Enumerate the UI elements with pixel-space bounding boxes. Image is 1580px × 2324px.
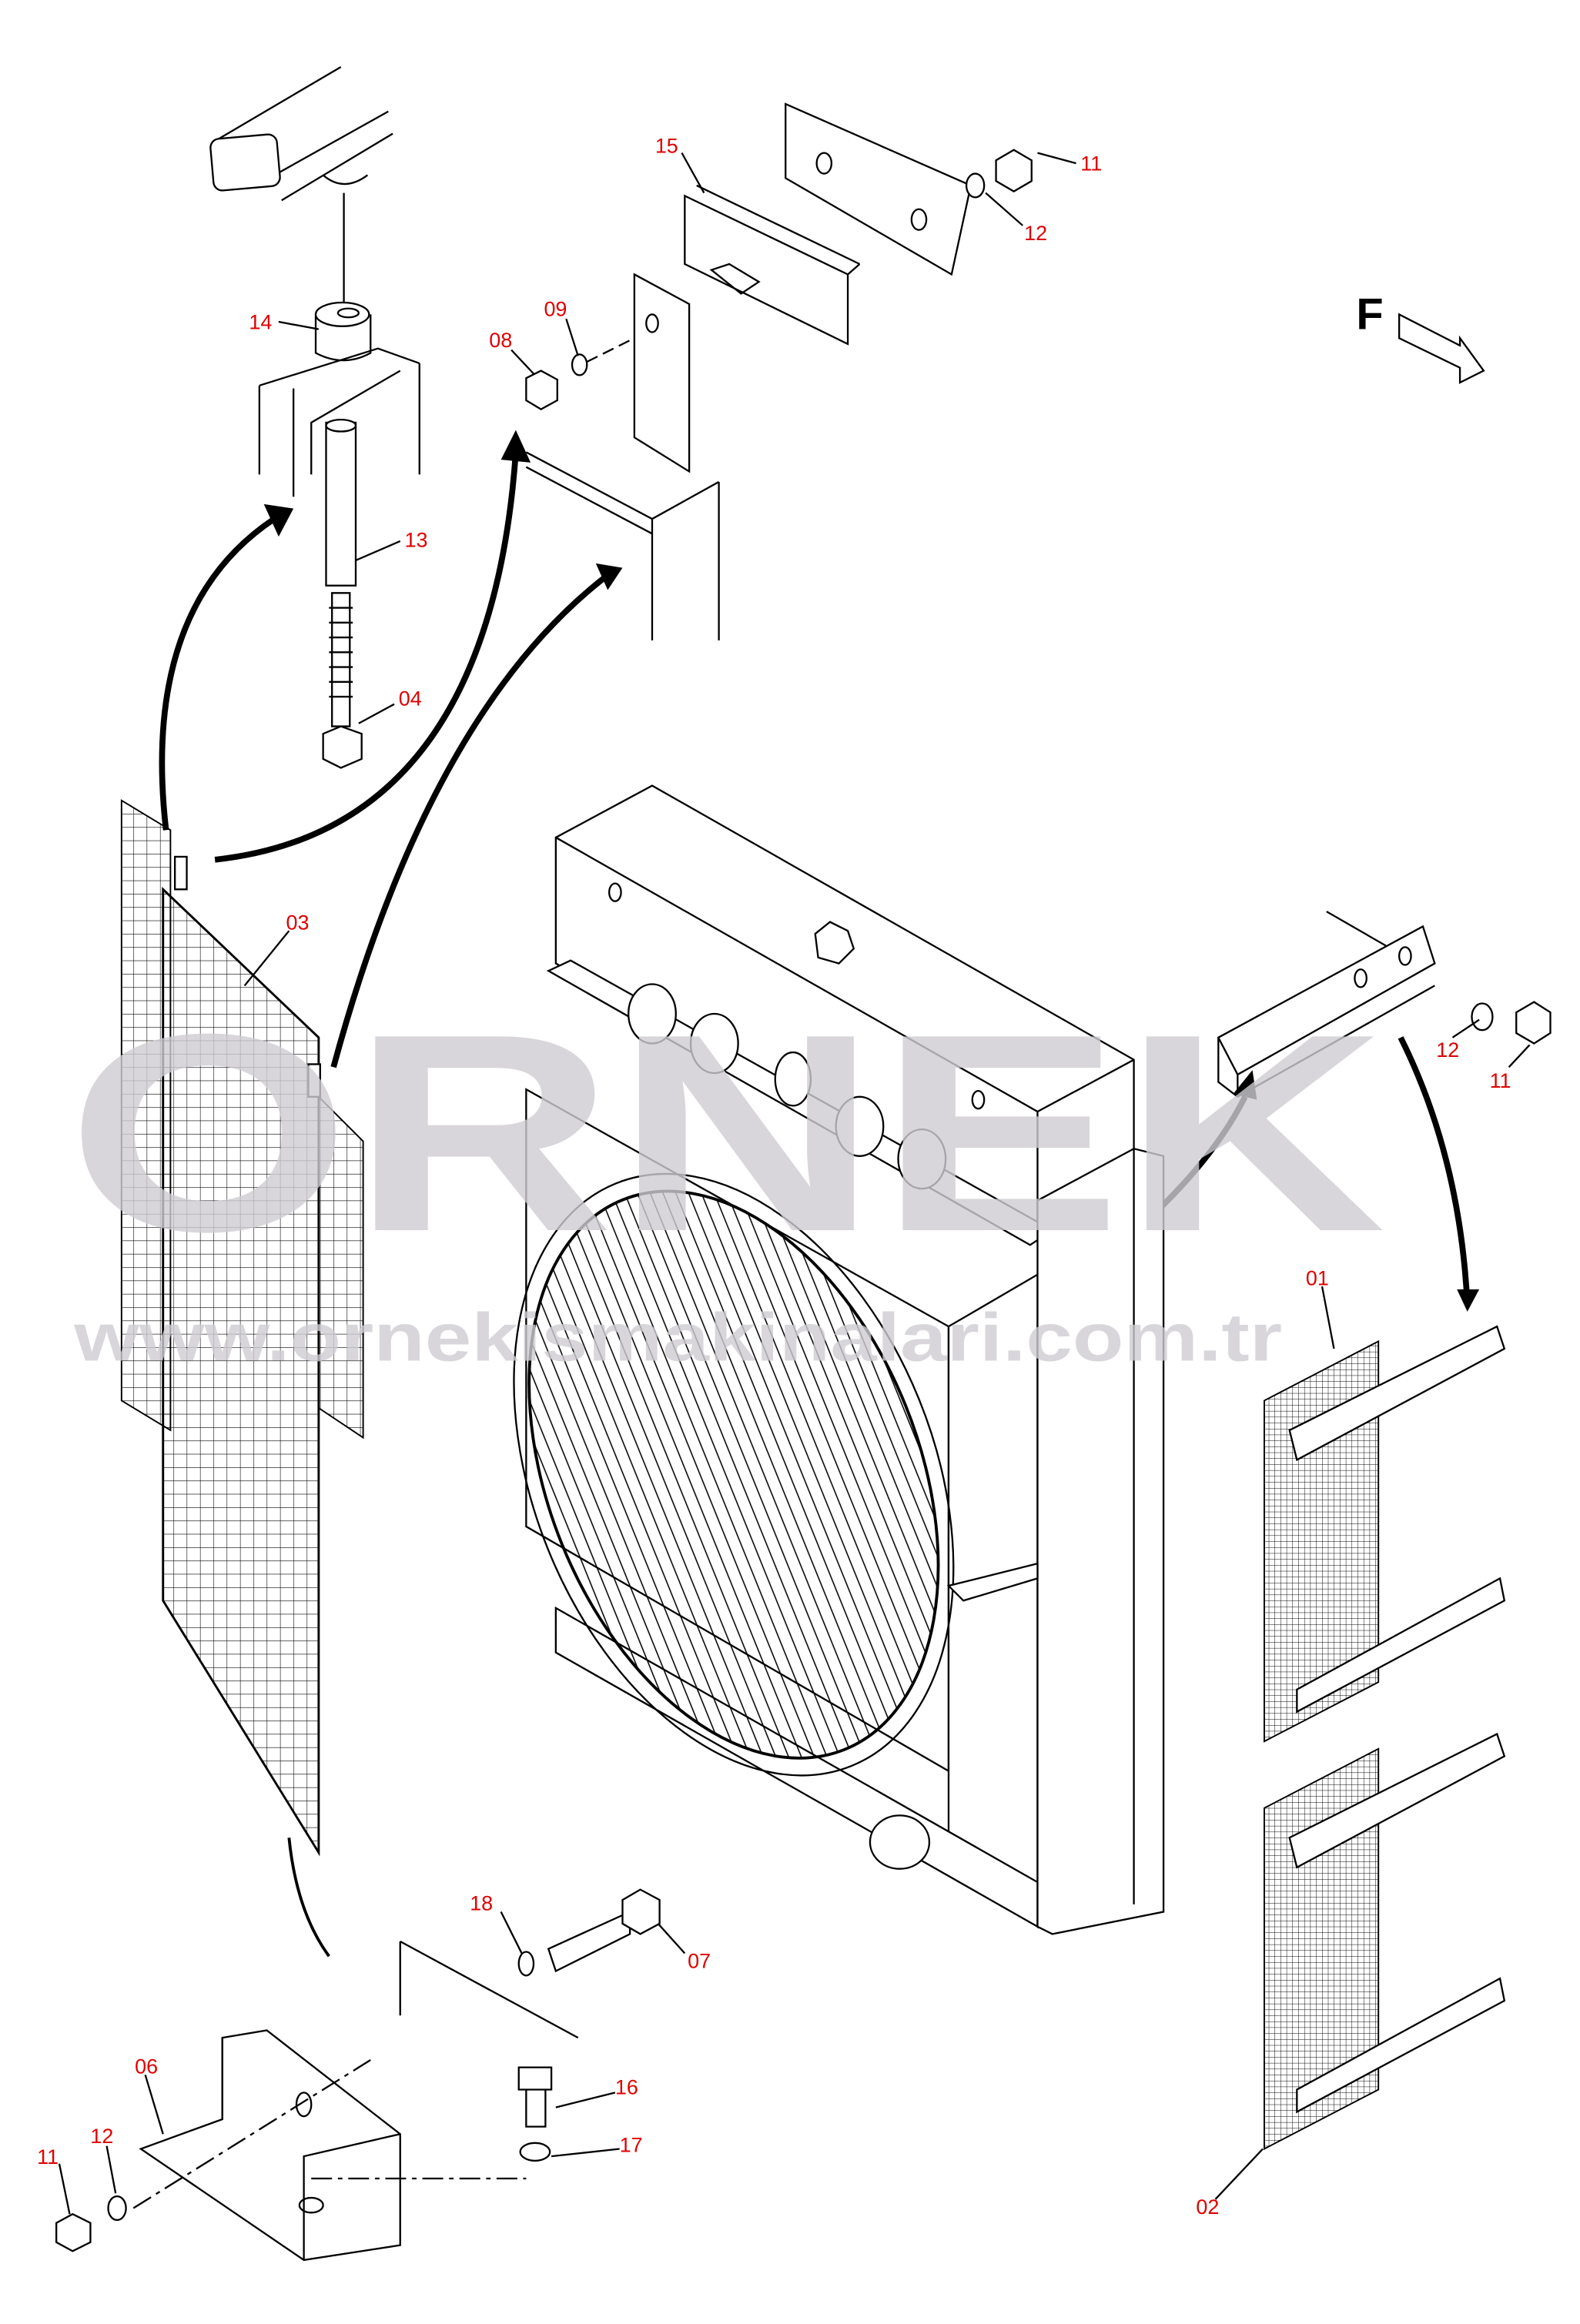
callout-12-right: 12 [1436,1038,1459,1062]
radiator-assembly [513,784,1165,1935]
frame-tube [209,65,393,312]
callout-06: 06 [135,2055,158,2078]
screen-01 [1264,1325,1506,1743]
direction-label: F [1356,290,1383,339]
bracket-06 [132,2029,527,2262]
callout-09: 09 [544,297,567,320]
watermark-url: www.ornekismakinalari.com.tr [73,1299,1282,1375]
callout-12-bottom: 12 [90,2125,113,2148]
nut-11-washer-12-top [965,149,1033,199]
callout-11-bottom: 11 [37,2145,59,2169]
callout-01: 01 [1306,1266,1329,1289]
arrow-right-icon [1398,313,1485,384]
screen-03 [120,799,364,1857]
callout-08: 08 [489,329,512,352]
watermark-brand: ORNEK [67,975,1386,1290]
assembly-arrows [159,430,1480,1958]
callout-12: 12 [1024,222,1047,245]
plate-and-post [525,273,720,640]
bolt-07-washer-18 [399,1888,661,2039]
callout-13: 13 [405,529,428,552]
callout-18: 18 [470,1892,493,1915]
nut-08-washer-09 [525,337,635,410]
bracket-15 [684,102,972,346]
callout-03: 03 [286,911,310,934]
pin-13 [322,418,363,769]
hose-outlets [628,983,947,1870]
angle-bracket-top-right [1217,911,1552,1098]
callout-11-right: 11 [1490,1069,1511,1092]
callout-15: 15 [655,135,678,158]
callout-17: 17 [620,2133,643,2156]
leader-lines [58,152,1531,2215]
nut-11-washer-12-bottom [55,2195,127,2252]
screen-02 [1264,1732,1506,2151]
bolt-16-washer-17 [517,2066,553,2162]
bushing-14 [258,301,420,497]
callout-07: 07 [688,1950,711,1973]
callout-14: 14 [249,311,272,334]
callout-02: 02 [1196,2195,1219,2219]
callout-11: 11 [1080,152,1102,176]
forward-direction-marker: F [1356,290,1485,384]
callout-labels: 15 11 12 14 09 08 13 04 03 12 11 01 18 0… [37,135,1511,2219]
callout-16: 16 [615,2075,638,2098]
callout-04: 04 [399,687,422,711]
